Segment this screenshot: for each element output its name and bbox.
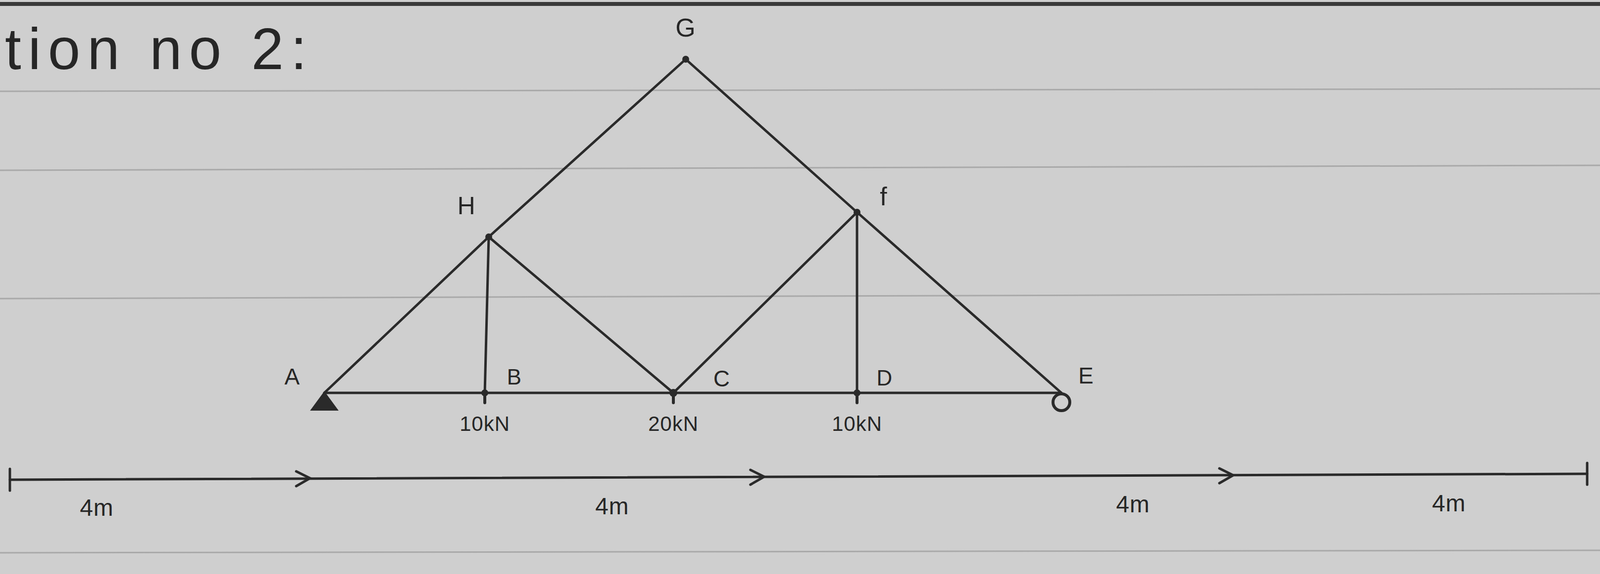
dimension-line bbox=[9, 473, 1588, 480]
paper-rule bbox=[0, 88, 1600, 92]
paper-rule bbox=[0, 550, 1600, 553]
joint-label: D bbox=[876, 367, 894, 390]
ruled-paper-lines bbox=[0, 3, 1600, 553]
joint-dot bbox=[485, 233, 493, 241]
paper-rule bbox=[0, 165, 1600, 171]
truss-member bbox=[324, 236, 489, 393]
dimension-label: 4m bbox=[1432, 491, 1467, 516]
roller-support bbox=[1053, 393, 1070, 411]
bottom-chord bbox=[324, 391, 1062, 395]
truss-members bbox=[324, 59, 1062, 393]
joint-label: C bbox=[713, 367, 731, 391]
truss-member bbox=[685, 59, 858, 213]
dimension-arrowhead bbox=[750, 469, 765, 485]
truss-member bbox=[484, 236, 489, 393]
joint-label: f bbox=[879, 183, 888, 210]
joint-label: B bbox=[507, 366, 522, 389]
load-mark bbox=[483, 393, 487, 403]
dimension-line bbox=[9, 463, 1588, 491]
truss-member bbox=[488, 59, 686, 237]
joint-label: A bbox=[284, 365, 301, 389]
load-marks bbox=[484, 393, 858, 403]
joint-label: H bbox=[457, 193, 476, 219]
paper-rule bbox=[0, 293, 1600, 299]
question-heading: tion no 2: bbox=[4, 19, 314, 79]
load-mark bbox=[855, 393, 859, 403]
dimension-arrowhead bbox=[296, 471, 311, 487]
load-label: 10kN bbox=[831, 413, 883, 435]
dimension-tick bbox=[8, 468, 12, 491]
joint-label: G bbox=[675, 14, 696, 41]
load-mark bbox=[671, 393, 675, 403]
joint-label: E bbox=[1078, 364, 1094, 388]
load-label: 10kN bbox=[459, 413, 510, 435]
joint-dot bbox=[853, 208, 861, 216]
load-label: 20kN bbox=[648, 413, 699, 435]
dimension-label: 4m bbox=[595, 494, 630, 519]
dimension-label: 4m bbox=[1116, 492, 1151, 517]
pin-support bbox=[312, 392, 337, 410]
dimension-label: 4m bbox=[79, 496, 115, 520]
joint-dots bbox=[481, 55, 861, 397]
dimension-arrowhead bbox=[1219, 468, 1234, 484]
page-top-rule bbox=[0, 1, 1600, 6]
truss-member bbox=[857, 212, 1062, 393]
joint-dot bbox=[682, 55, 690, 63]
truss-member bbox=[673, 212, 858, 393]
dimension-tick bbox=[1586, 463, 1589, 485]
truss-member bbox=[488, 236, 674, 393]
truss-member bbox=[856, 212, 859, 393]
